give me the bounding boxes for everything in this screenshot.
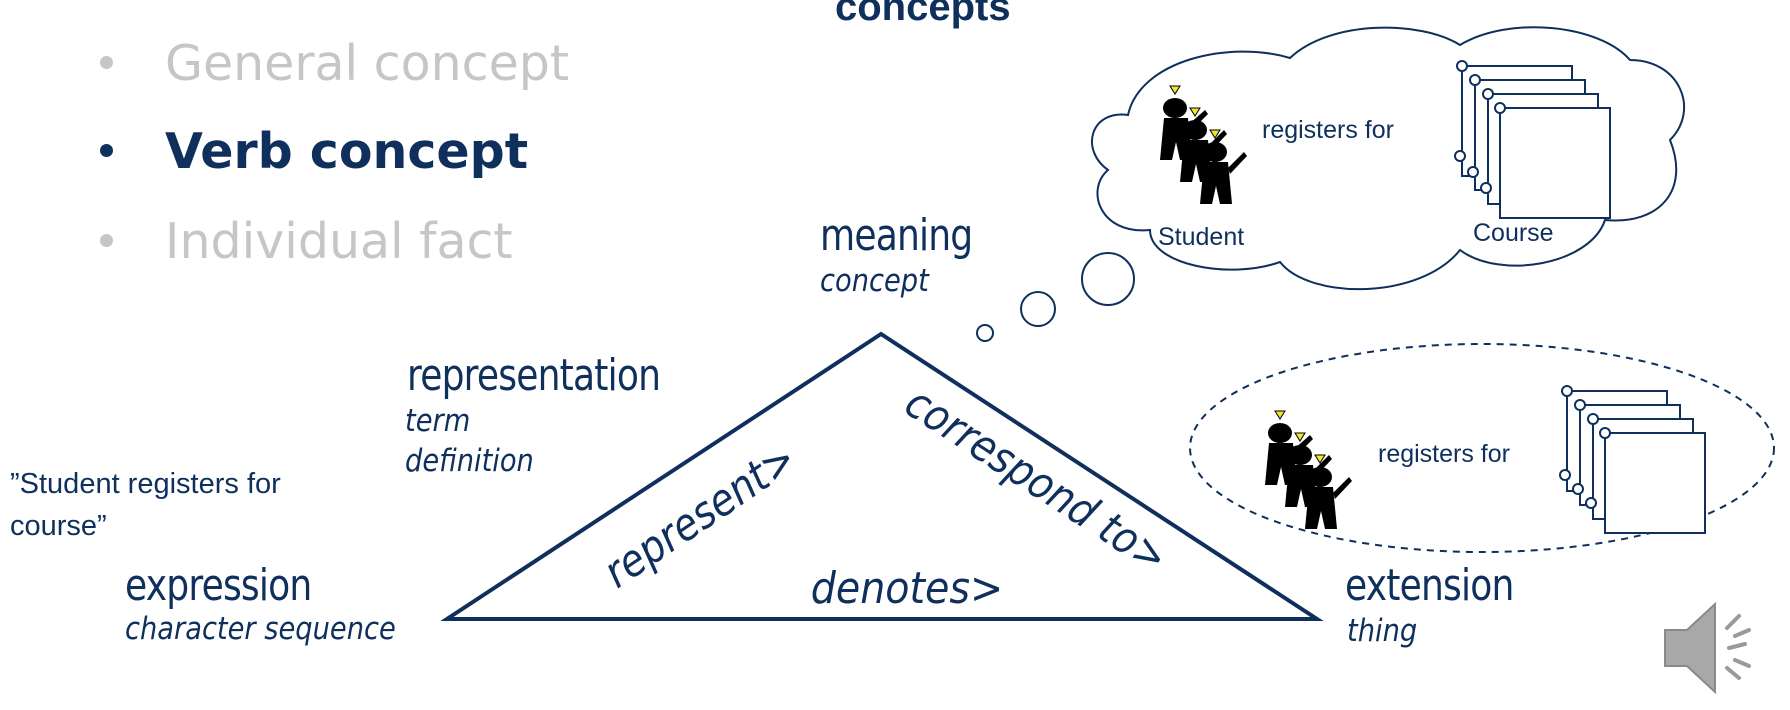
bullet-label: Verb concept [165, 123, 529, 180]
meaning-sub: concept [820, 263, 929, 299]
extension-sub: thing [1347, 613, 1418, 649]
thought-bubble-medium [1020, 291, 1056, 327]
thought-bubble-small [976, 324, 994, 342]
bullet-verb-concept: Verb concept [100, 123, 528, 180]
course-scroll-icon [1559, 385, 1706, 534]
speaker-icon[interactable] [1664, 601, 1751, 695]
course-scroll-icon [1454, 60, 1611, 219]
ellipse-verb-label: registers for [1378, 440, 1510, 468]
bullet-general-concept: General concept [100, 35, 569, 92]
bullet-label: Individual fact [165, 213, 513, 270]
student-figures-icon [1160, 85, 1247, 204]
bullet-dot-icon [100, 234, 113, 247]
section-heading: concepts [835, 0, 1011, 29]
representation-term: term [405, 403, 471, 439]
cloud-verb-label: registers for [1262, 116, 1394, 144]
expression-sub: character sequence [125, 611, 396, 647]
example-sentence: ”Student registers for course” [10, 468, 281, 542]
semiotic-triangle [440, 331, 1324, 621]
expression-title: expression [125, 560, 312, 611]
thought-bubble-large [1081, 252, 1135, 306]
representation-title: representation [407, 350, 661, 401]
extension-title: extension [1345, 560, 1514, 611]
cloud-student-label: Student [1158, 223, 1245, 251]
representation-definition: definition [405, 443, 534, 479]
bullet-dot-icon [100, 144, 113, 157]
student-figures-icon [1265, 410, 1352, 529]
bullet-dot-icon [100, 56, 113, 69]
meaning-title: meaning [820, 210, 973, 261]
edge-denotes: denotes> [810, 563, 1004, 614]
extension-ellipse [1189, 343, 1775, 553]
cloud-course-label: Course [1473, 219, 1554, 247]
bullet-label: General concept [165, 35, 570, 92]
bullet-individual-fact: Individual fact [100, 213, 513, 270]
